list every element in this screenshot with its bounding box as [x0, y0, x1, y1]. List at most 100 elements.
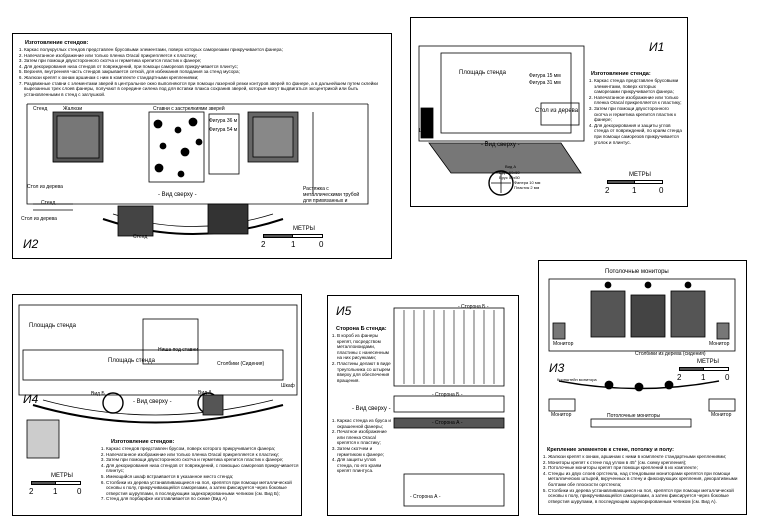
- i1-step: Для декорирования и защиты углов стенда …: [594, 123, 682, 145]
- i1-drawing: [418, 45, 585, 196]
- i5-step: Для защиты углов стенда, по его краям кр…: [337, 457, 393, 474]
- i4-label: Вид А: [198, 390, 212, 396]
- i1-label: Вид А: [505, 164, 517, 169]
- i4-steps: Каркас стендов представлен брусом, повер…: [99, 446, 304, 502]
- scale-unit: МЕТРЫ: [629, 172, 651, 178]
- i1-sheet-id: И1: [649, 40, 665, 54]
- i3-sheet-id: И3: [549, 361, 565, 375]
- scale-tick: 2: [29, 487, 34, 496]
- sheet-i3: Потолочные мониторы Монитор Монитор Стол…: [538, 260, 747, 515]
- i2-step: Верхняя, внутренняя часть стендов закрыв…: [24, 69, 379, 75]
- i3-step: Столбики из дерева устанавливающиеся на …: [548, 488, 746, 505]
- i1-label: Брус 50х50: [499, 170, 520, 175]
- i1-steps: Каркас стенда представлен брусовыми элем…: [587, 78, 682, 145]
- i5-side-b-steps: В короб из фанеры крепят, посредством ме…: [330, 333, 393, 383]
- i4-label: Шкаф: [281, 383, 295, 389]
- scale-tick: 1: [701, 373, 706, 382]
- i4-label: Столбики (Сидения): [217, 361, 265, 367]
- scale-unit: МЕТРЫ: [51, 473, 73, 479]
- i4-step: Имеющийся шкаф встраивается в указанное …: [106, 474, 304, 480]
- i5-view-label: - Вид сверху -: [352, 406, 391, 412]
- scale-tick: 1: [291, 240, 296, 249]
- i1-label: Фигура 31 мм: [529, 80, 561, 86]
- i1-label: Стол из дерева: [535, 108, 579, 114]
- i2-label: Стенд: [41, 200, 56, 206]
- i3-step: Потолочные мониторы крепят при помощи кр…: [548, 465, 746, 471]
- i5-label: - Сторона А -: [432, 420, 463, 426]
- i2-drawing: [26, 103, 369, 237]
- i5-step: Затем скотчем и герметиком к фанере;: [337, 446, 393, 457]
- i4-step: Столбики из дерева устанавливающиеся на …: [106, 480, 304, 497]
- i3-scale: МЕТРЫ 2 1 0: [677, 359, 739, 389]
- i1-label: Брус 50х50: [499, 175, 520, 180]
- i1-heading: Изготовление стенда:: [591, 71, 651, 77]
- i2-step: Затем при помощи двухсторонного скотча и…: [24, 58, 379, 64]
- i5-drawing: [393, 307, 505, 507]
- i3-label: Монитор: [553, 341, 574, 347]
- i1-scale: МЕТРЫ 2 1 0: [605, 172, 677, 202]
- i4-label: Вид Б: [91, 391, 105, 397]
- i5-sheet-id: И5: [336, 304, 352, 318]
- i4-view-label: - Вид сверху -: [133, 399, 172, 405]
- scale-unit: МЕТРЫ: [293, 226, 315, 232]
- i2-steps: Каркас полукруглых стендов представлен б…: [17, 47, 379, 97]
- sheet-i1: И1 Площадь стенда Фигура 15 мм Фигура 31…: [410, 17, 688, 207]
- i2-sheet-id: И2: [23, 237, 39, 251]
- i1-label: Площадь стенда: [459, 70, 506, 76]
- i1-view-label: - Вид сверху -: [481, 142, 520, 148]
- i2-label: Фигура 54 м: [209, 127, 238, 133]
- i3-label: Монитор: [551, 412, 572, 418]
- i3-label: Потолочные мониторы: [607, 413, 661, 419]
- i5-step: Печатное изображение или пленка Oracal к…: [337, 429, 393, 446]
- i2-step: Жалюзи крепят к окнам аршинам с ним в ко…: [24, 75, 379, 81]
- i4-label: Площадь стенда: [108, 358, 155, 364]
- i4-heading: Изготовление стендов:: [111, 439, 175, 445]
- i2-step: Каркас полукруглых стендов представлен б…: [24, 47, 379, 53]
- i2-label: Стол из дерева: [27, 184, 63, 190]
- i2-view-label: - Вид сверху -: [158, 192, 197, 198]
- i5-steps: Каркас стенда из бруса и окрашенной фане…: [330, 418, 393, 474]
- i5-label: - Сторона Б -: [432, 392, 463, 398]
- i4-drawing: [18, 304, 298, 459]
- i2-step: Раздвижные ставни с элементами зверей в …: [24, 81, 379, 98]
- i2-label: Ставни с застрелкиями зверей: [153, 106, 225, 112]
- i4-scale: МЕТРЫ 2 1 0: [29, 473, 101, 503]
- scale-tick: 1: [53, 487, 58, 496]
- i2-label: Фигура 36 м: [209, 118, 238, 124]
- sheet-i2: Изготовление стендов: Каркас полукруглых…: [12, 33, 392, 259]
- i2-step: Напечатанное изображение или только плен…: [24, 53, 379, 59]
- i3-heading: Крепление элементов к стене, потолку и п…: [547, 447, 674, 453]
- i1-step: Затем при помощи двухсторонного скотча и…: [594, 106, 682, 123]
- i2-step: Для декорирования низа стендов от повреж…: [24, 64, 379, 70]
- scale-tick: 0: [725, 373, 730, 382]
- i3-label: Монитор: [711, 412, 732, 418]
- i4-label: Ниша под ставни: [158, 347, 198, 353]
- i2-heading: Изготовление стендов:: [25, 40, 89, 46]
- scale-tick: 0: [77, 487, 82, 496]
- scale-tick: 2: [605, 186, 610, 195]
- i5-label: - Сторона А -: [410, 494, 441, 500]
- i3-steps: Жалюзи крепят к окнам, аршинам с ними в …: [541, 454, 746, 504]
- i4-step: Затем при помощи двухсторонного скотча и…: [106, 457, 304, 463]
- i3-step: Стенды из двух слоев оргстекла, над стен…: [548, 471, 746, 488]
- i1-label: Фигура 15 мм: [529, 73, 561, 79]
- i1-step: Напечатанное изображение или только плен…: [594, 95, 682, 106]
- i3-label: Кронштейн монитора: [557, 377, 597, 382]
- i5-side-b-heading: Сторона Б стенда:: [336, 326, 387, 332]
- i2-label: Стенд: [133, 234, 148, 240]
- i1-label: Фанера 10 мм: [514, 180, 541, 185]
- i3-step: Жалюзи крепят к окнам, аршинам с ними в …: [548, 454, 746, 460]
- i3-label: Потолочные мониторы: [605, 269, 669, 275]
- sheet-i4: Площадь стенда Площадь стенда Ниша под с…: [12, 294, 302, 516]
- i5-side-b-step: Пластины делают в виде треугольника со ш…: [337, 361, 393, 383]
- scale-tick: 2: [677, 373, 682, 382]
- i4-step: Для декорирования низа стендов от повреж…: [106, 463, 304, 474]
- i4-step: Каркас стендов представлен брусом, повер…: [106, 446, 304, 452]
- i5-label: - Сторона Б -: [458, 304, 489, 310]
- i4-label: Площадь стенда: [29, 323, 76, 329]
- i2-label: Стенд: [33, 106, 48, 112]
- i4-sheet-id: И4: [23, 392, 39, 406]
- i2-label: Жалюзи: [63, 106, 83, 112]
- i5-step: Каркас стенда из бруса и окрашенной фане…: [337, 418, 393, 429]
- i1-step: Каркас стенда представлен брусовыми элем…: [594, 78, 682, 95]
